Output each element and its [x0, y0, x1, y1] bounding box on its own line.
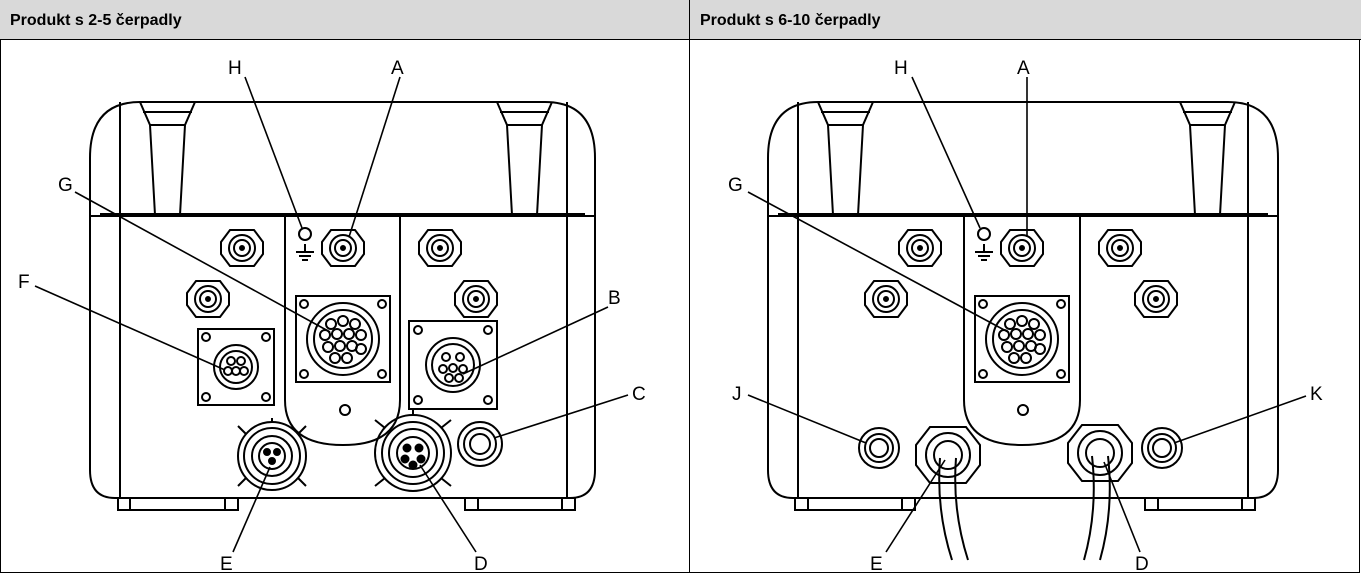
panel-title: Produkt s 6-10 čerpadly	[700, 12, 881, 29]
port-J	[858, 427, 900, 469]
leader-D	[419, 464, 477, 553]
callout-K: K	[1310, 384, 1323, 405]
callout-F: F	[18, 272, 30, 293]
foot-left	[794, 497, 916, 511]
callout-A: A	[391, 58, 404, 79]
ground-stud	[298, 227, 312, 241]
cable-gland-nut	[418, 229, 462, 267]
center-plate	[963, 216, 1081, 447]
callout-E: E	[220, 554, 233, 573]
ground-symbol	[296, 244, 314, 261]
panel-header: Produkt s 2-5 čerpadly	[0, 0, 689, 40]
leader-G	[74, 191, 331, 333]
connector-D	[374, 410, 452, 492]
leader-B	[462, 306, 609, 375]
panel-6-10-pumps: Produkt s 6-10 čerpadly	[690, 0, 1361, 573]
leader-H	[911, 76, 981, 229]
callout-E: E	[870, 554, 883, 573]
panel-title: Produkt s 2-5 čerpadly	[10, 12, 182, 29]
panel-2-5-pumps: Produkt s 2-5 čerpadly	[0, 0, 690, 573]
leader-C	[493, 394, 629, 439]
connector-G	[295, 295, 391, 383]
callout-B: B	[608, 288, 621, 309]
plate-screw	[339, 404, 351, 416]
plate-screw	[1017, 404, 1029, 416]
foot-left	[117, 497, 239, 511]
port-C	[457, 421, 503, 467]
callout-G: G	[58, 175, 73, 196]
panel-header: Produkt s 6-10 čerpadly	[690, 0, 1361, 40]
handle-left	[817, 101, 874, 216]
cable-gland-nut	[454, 280, 498, 318]
leader-A	[348, 76, 401, 238]
unit-rear-diagram-6-10: H A G J K E D	[728, 58, 1323, 573]
callout-A: A	[1017, 58, 1030, 79]
handle-left	[139, 101, 196, 216]
cable-gland-nut-A	[1000, 229, 1044, 267]
cable-gland-nut	[864, 280, 908, 318]
cable-E	[938, 457, 969, 561]
housing-outline	[89, 101, 596, 499]
cable-D	[1083, 455, 1111, 561]
callout-C: C	[632, 384, 646, 405]
connector-E	[237, 418, 307, 491]
foot-right	[1144, 497, 1256, 511]
cable-gland-nut	[1134, 280, 1178, 318]
port-K	[1141, 427, 1183, 469]
leader-F	[34, 285, 226, 371]
leader-E	[885, 459, 946, 553]
ground-symbol	[975, 244, 993, 261]
handle-right	[1179, 101, 1236, 216]
handle-right	[496, 101, 553, 216]
cable-gland-nut-A	[321, 229, 365, 267]
cable-gland-nut	[898, 229, 942, 267]
unit-rear-diagram-2-5: H A G F B C E D	[18, 58, 646, 573]
connector-G	[974, 295, 1070, 383]
leader-K	[1173, 395, 1307, 444]
callout-H: H	[894, 58, 908, 79]
callout-D: D	[474, 554, 488, 573]
leader-D	[1103, 461, 1141, 553]
leader-H	[244, 76, 303, 229]
connector-F	[197, 328, 275, 406]
leader-J	[747, 394, 867, 444]
cable-gland-nut	[220, 229, 264, 267]
foot-right	[464, 497, 576, 511]
callout-J: J	[732, 384, 742, 405]
cable-gland-nut	[186, 280, 230, 318]
cable-gland-D	[1067, 424, 1133, 482]
cable-gland-nut	[1098, 229, 1142, 267]
ground-stud	[977, 227, 991, 241]
callout-D: D	[1135, 554, 1149, 573]
leader-E	[232, 466, 271, 553]
callout-G: G	[728, 175, 743, 196]
connector-B	[408, 320, 498, 410]
callout-H: H	[228, 58, 242, 79]
housing-outline	[767, 101, 1279, 499]
leader-G	[747, 191, 1009, 333]
cable-gland-E	[915, 426, 981, 484]
